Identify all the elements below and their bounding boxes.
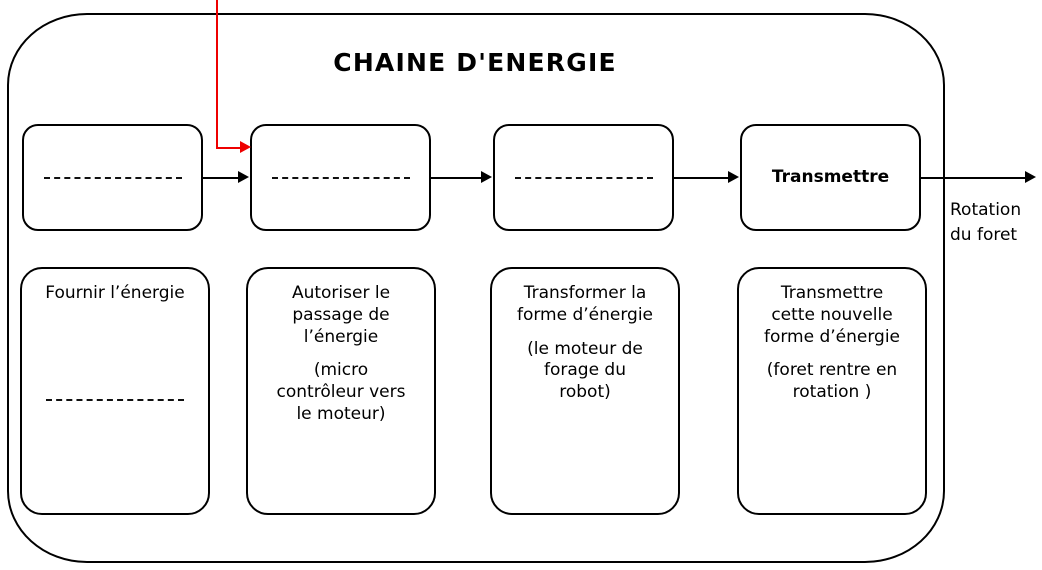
output-label: Rotation du foret: [950, 198, 1021, 247]
description-block-2-main: Autoriser le passage de l’énergie: [292, 283, 390, 348]
flow-arrow-3-head: [728, 171, 739, 183]
description-block-3-line-1: Transformer la: [523, 283, 647, 303]
blank-placeholder-3[interactable]: [514, 176, 653, 179]
function-block-2[interactable]: [250, 124, 431, 231]
flow-arrow-1-head: [238, 171, 249, 183]
chain-outer-frame: [7, 13, 945, 563]
annotation-arrow-horizontal: [216, 147, 242, 149]
flow-arrow-2-head: [481, 171, 492, 183]
description-block-2[interactable]: Autoriser le passage de l’énergie (micro…: [246, 267, 436, 515]
description-block-2-detail-1: (micro: [313, 360, 369, 381]
description-block-1-line-1: Fournir l’énergie: [45, 283, 185, 303]
description-block-1[interactable]: Fournir l’énergie: [20, 267, 210, 515]
description-block-3[interactable]: Transformer la forme d’énergie (le moteu…: [490, 267, 680, 515]
annotation-arrow-head: [240, 141, 251, 153]
description-block-4-line-1: Transmettre: [780, 283, 884, 303]
blank-placeholder-4[interactable]: [46, 398, 184, 401]
description-block-3-detail-2: forage du: [543, 360, 626, 381]
description-block-4-line-2: cette nouvelle: [771, 304, 893, 325]
description-block-2-detail-3: le moteur): [296, 403, 386, 424]
blank-placeholder-1[interactable]: [43, 176, 182, 179]
output-arrow-line: [921, 177, 1027, 179]
flow-arrow-1-line: [203, 177, 240, 179]
description-block-4-main: Transmettre cette nouvelle forme d’énerg…: [764, 283, 900, 348]
description-block-2-line-2: passage de: [292, 304, 390, 325]
flow-arrow-3-line: [674, 177, 730, 179]
description-block-2-detail-2: contrôleur vers: [276, 382, 406, 402]
description-block-2-detail: (micro contrôleur vers le moteur): [277, 360, 406, 425]
blank-placeholder-2[interactable]: [271, 176, 410, 179]
description-block-4[interactable]: Transmettre cette nouvelle forme d’énerg…: [737, 267, 927, 515]
description-block-3-line-2: forme d’énergie: [516, 304, 654, 325]
output-label-line1: Rotation: [950, 200, 1022, 220]
function-block-1[interactable]: [22, 124, 203, 231]
function-block-4[interactable]: Transmettre: [740, 124, 921, 231]
description-block-3-detail-1: (le moteur de: [527, 338, 643, 359]
output-arrow-head: [1025, 171, 1036, 183]
output-label-line2: du foret: [950, 224, 1018, 245]
function-block-3[interactable]: [493, 124, 674, 231]
annotation-arrow-vertical: [216, 0, 218, 149]
description-block-4-detail-2: rotation ): [792, 382, 872, 402]
description-block-4-detail-1: (foret rentre en: [766, 360, 898, 381]
description-block-2-line-1: Autoriser le: [291, 283, 391, 303]
description-block-4-line-3: forme d’énergie: [763, 326, 901, 347]
description-block-4-detail: (foret rentre en rotation ): [767, 360, 897, 404]
description-block-3-main: Transformer la forme d’énergie: [517, 283, 653, 327]
page-title: CHAINE D'ENERGIE: [333, 48, 617, 77]
description-block-3-detail: (le moteur de forage du robot): [527, 339, 643, 404]
description-block-2-line-3: l’énergie: [303, 326, 379, 347]
flow-arrow-2-line: [431, 177, 483, 179]
description-block-3-detail-3: robot): [559, 382, 611, 402]
function-block-4-label: Transmettre: [771, 166, 890, 187]
